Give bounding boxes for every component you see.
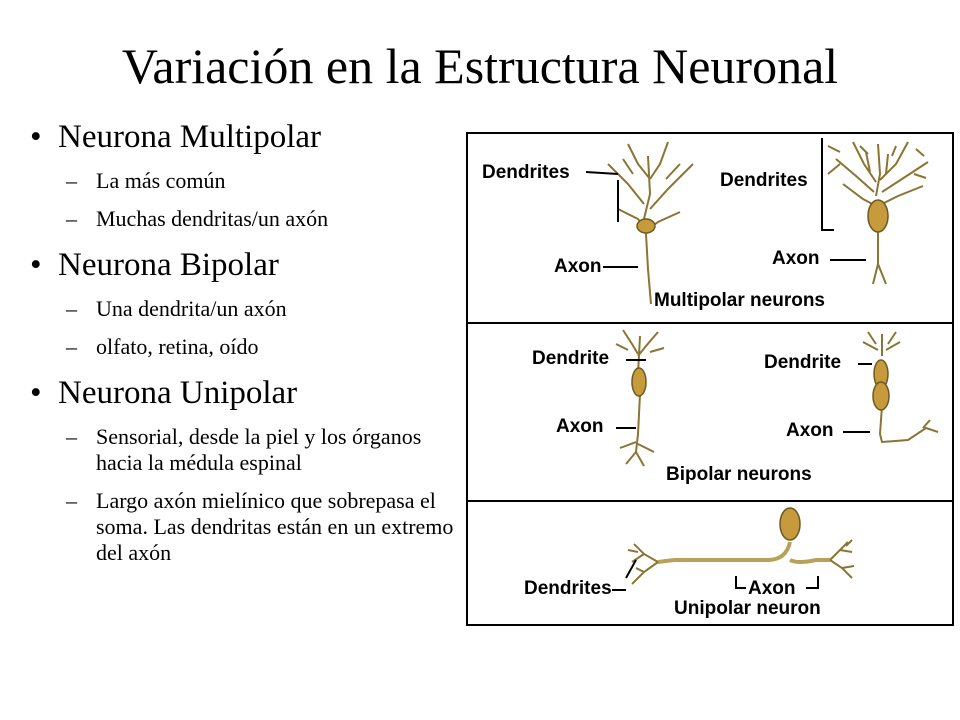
label-axon: Axon — [748, 578, 796, 599]
label-dendrites-right: Dendrites — [720, 170, 808, 191]
right-soma — [867, 199, 889, 233]
unipolar-soma — [779, 507, 801, 541]
bipolar-right-soma-2 — [872, 381, 890, 411]
bullet-heading: Neurona Multipolar — [58, 119, 322, 155]
multipolar-panel: Dendrites Dendrites Axon Axon Multipolar… — [468, 134, 952, 322]
bipolar-left-soma — [631, 367, 647, 397]
sub-bullet: –Una dendrita/un axón — [66, 296, 287, 321]
caption-unipolar: Unipolar neuron — [674, 598, 821, 619]
sub-bullet: –Sensorial, desde la piel y los órganos … — [66, 424, 422, 475]
bullet-heading: Neurona Unipolar — [58, 375, 298, 411]
label-dendrites: Dendrites — [524, 578, 612, 599]
sub-bullet: –La más común — [66, 168, 226, 193]
multipolar-neurons-drawing — [585, 138, 929, 305]
bullet-bipolar: •Neurona Bipolar — [30, 247, 279, 283]
label-axon-right: Axon — [786, 420, 834, 441]
bullet-unipolar: •Neurona Unipolar — [30, 375, 298, 411]
label-axon-left: Axon — [554, 256, 602, 277]
bullet-multipolar: • Neurona Multipolar — [30, 118, 470, 156]
slide-title: Variación en la Estructura Neuronal — [121, 38, 839, 94]
bipolar-neurons-drawing — [615, 329, 939, 467]
bullet-heading: Neurona Bipolar — [58, 247, 279, 283]
label-axon-left: Axon — [556, 416, 604, 437]
left-soma — [636, 218, 656, 234]
caption-bipolar: Bipolar neurons — [666, 464, 812, 485]
sub-bullet: –olfato, retina, oído — [66, 334, 259, 359]
bullet-glyph: • — [30, 119, 42, 155]
bipolar-panel: Dendrite Dendrite Axon Axon Bipolar neur… — [468, 322, 952, 500]
label-dendrites-left: Dendrites — [482, 162, 570, 183]
label-dendrite-right: Dendrite — [764, 352, 842, 373]
unipolar-neuron-drawing — [612, 507, 855, 591]
label-dendrite-left: Dendrite — [532, 348, 610, 369]
bullet-list: • Neurona Multipolar –La más común –Mucha… — [30, 118, 470, 566]
unipolar-panel: Dendrites Axon Unipolar neuron — [468, 500, 952, 624]
sub-bullet: –Largo axón mielínico que sobrepasa el s… — [66, 488, 454, 565]
neuron-types-figure: Dendrites Dendrites Axon Axon Multipolar… — [466, 132, 954, 626]
caption-multipolar: Multipolar neurons — [654, 290, 825, 311]
sub-bullet: –Muchas dendritas/un axón — [66, 206, 329, 231]
label-axon-right: Axon — [772, 248, 820, 269]
